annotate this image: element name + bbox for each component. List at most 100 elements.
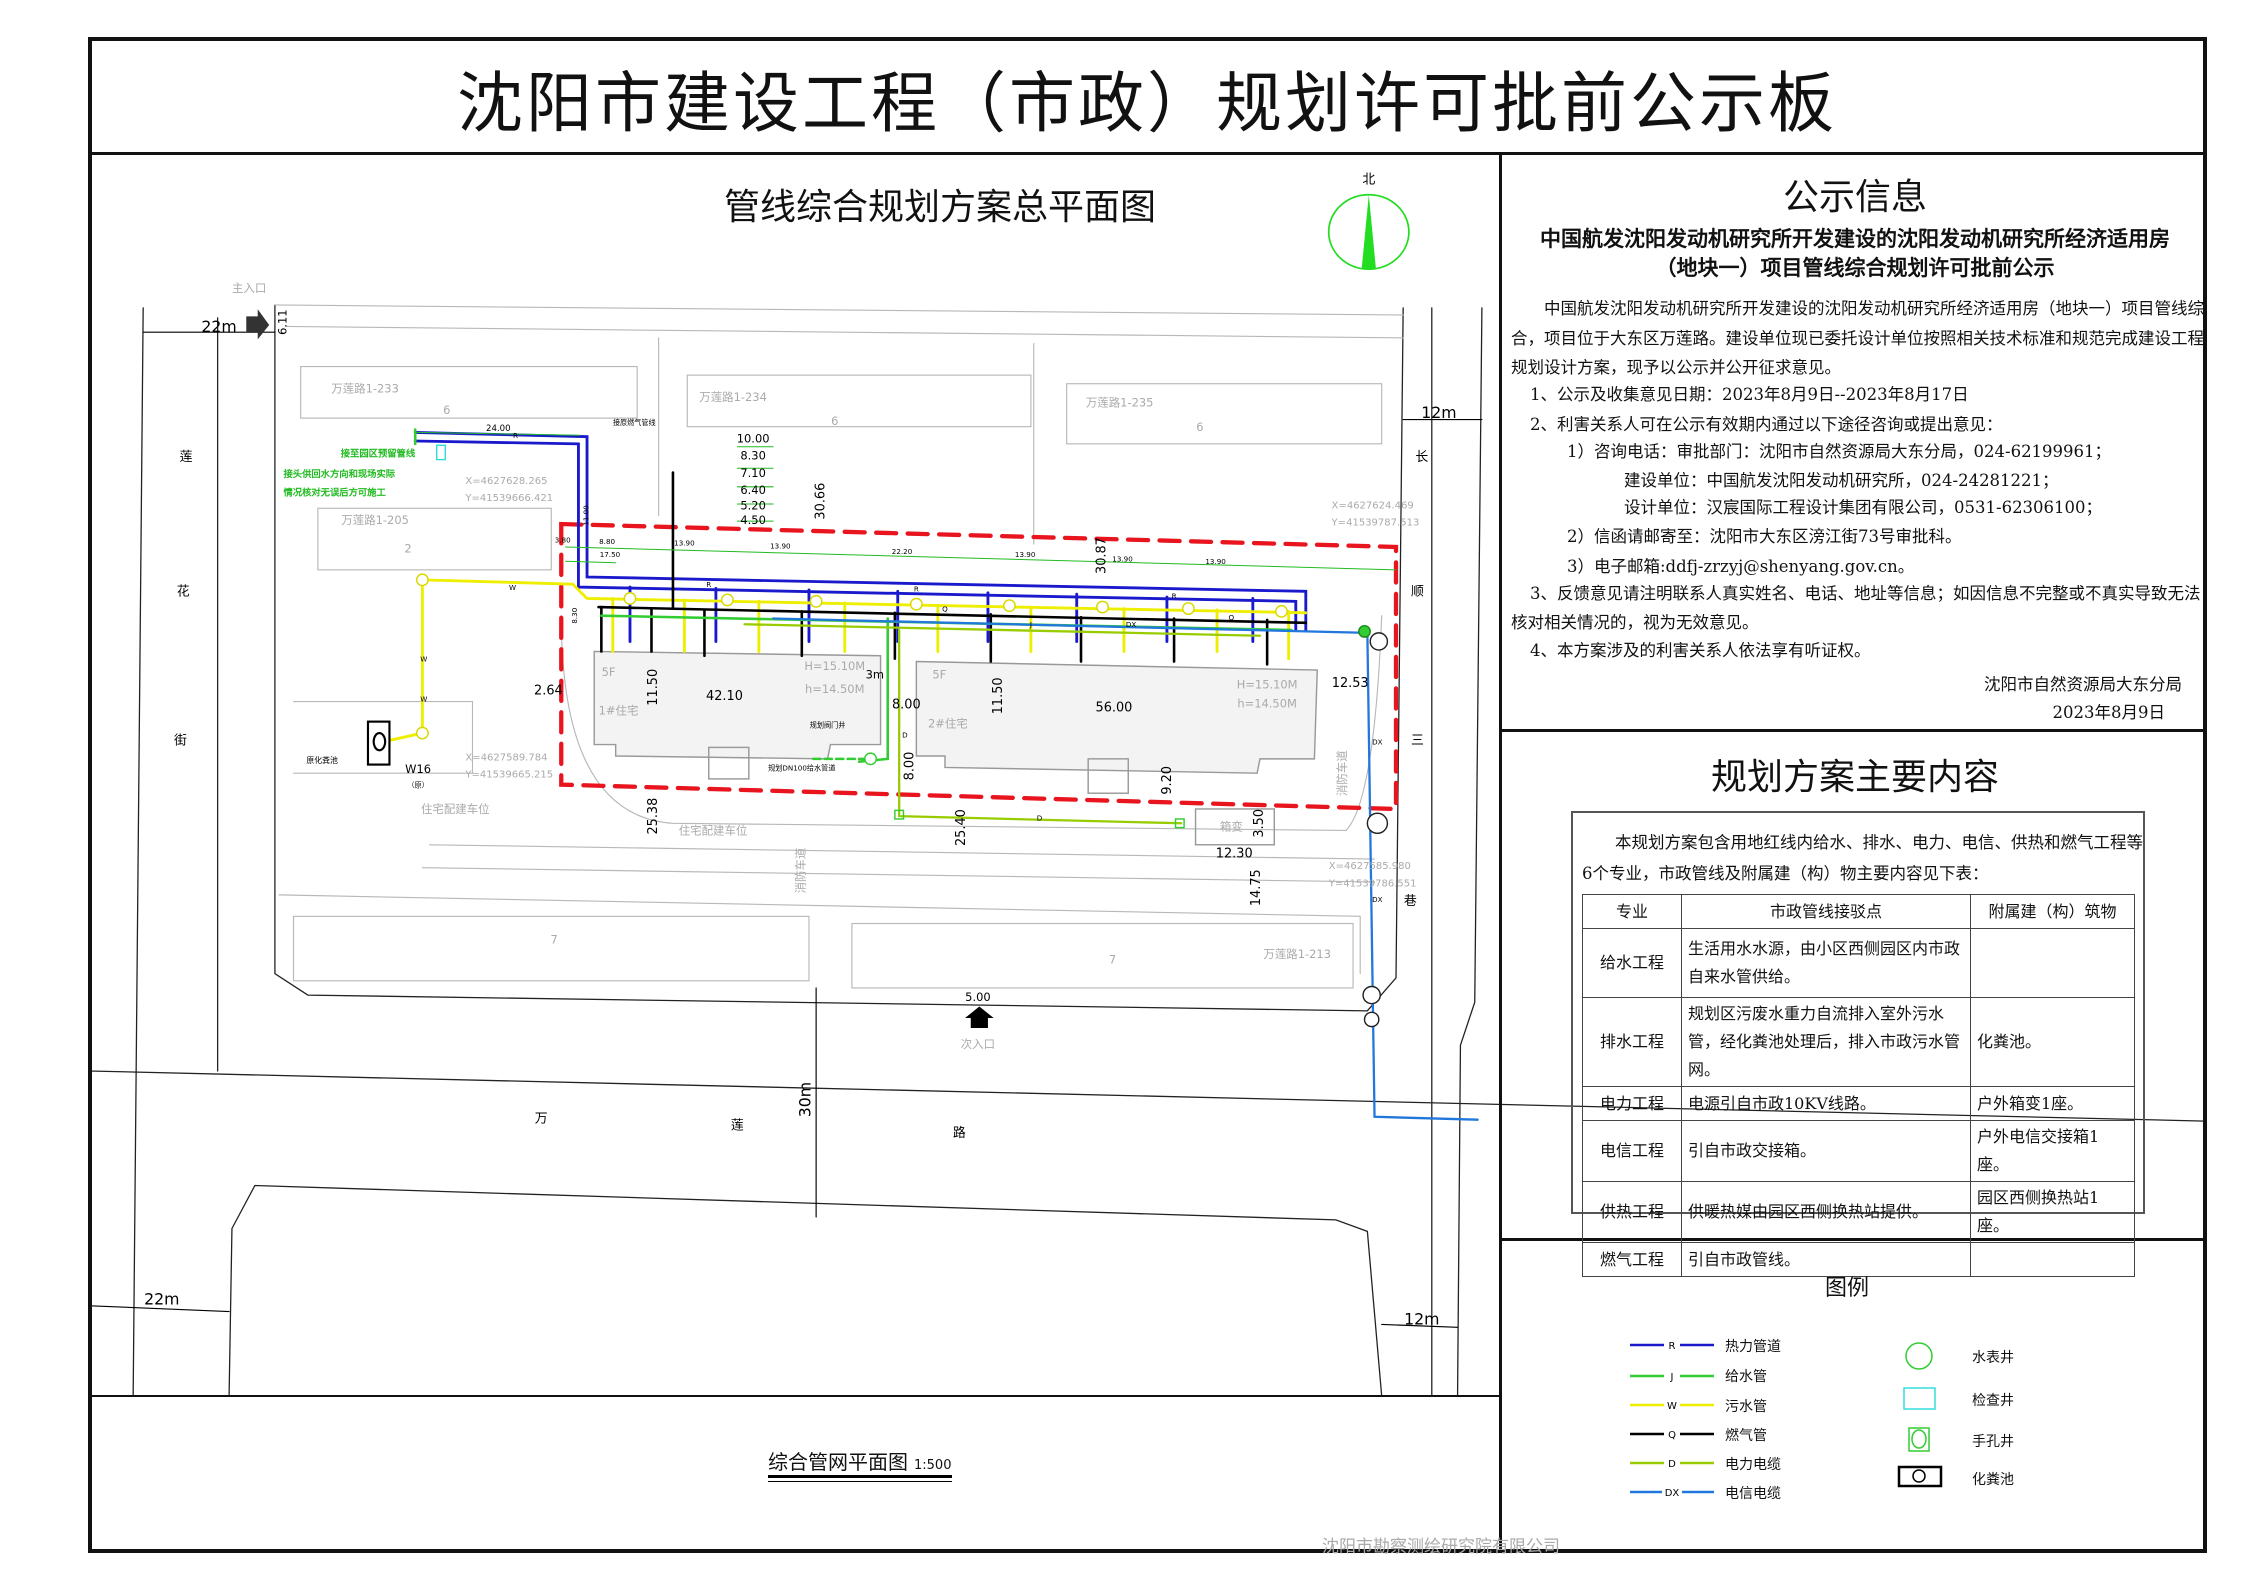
dimension-label: 6.40: [740, 483, 765, 497]
street-name: 长: [1415, 450, 1428, 465]
coordinate-label: X=4627628.265: [465, 476, 547, 487]
pipe-code-label: Q: [942, 604, 948, 613]
table-cell: 排水工程: [1582, 997, 1682, 1087]
dimension-label: 13.90: [1205, 557, 1226, 566]
plan-note: 规划DN100给水管道: [768, 763, 835, 772]
info-body-line: 3）电子邮箱:ddfj-zrzyj@shenyang.gov.cn。: [1567, 557, 1915, 576]
road-width-label: 12m: [1404, 1309, 1439, 1328]
site-label: 住宅配建车位: [679, 824, 748, 838]
table-header: 附属建（构）筑物: [1970, 894, 2135, 929]
dimension-label: 8.00: [902, 752, 917, 781]
site-label: 箱变: [1220, 819, 1243, 833]
table-header: 专业: [1582, 894, 1682, 929]
site-label: h=14.50M: [1237, 696, 1296, 710]
north-label: 北: [1362, 172, 1375, 187]
legend-label: 手孔井: [1972, 1434, 2014, 1450]
plan-note: W16: [405, 762, 431, 776]
site-label: 消防车道: [1335, 750, 1349, 796]
info-body-line: 合，项目位于大东区万莲路。建设单位现已委托设计单位按照相关技术标准和规范完成建设…: [1511, 329, 2204, 348]
content-intro-1: 本规划方案包含用地红线内给水、排水、电力、电信、供热和燃气工程等: [1615, 833, 2143, 852]
site-label: h=14.50M: [805, 682, 864, 696]
pipe-code-label: J: [1029, 620, 1032, 629]
plan-note: 情况核对无误后方可施工: [283, 486, 386, 498]
caption-underline-thin: [768, 1481, 952, 1482]
site-label: 7: [1109, 953, 1116, 967]
table-cell: 生活用水水源，由小区西侧园区内市政自来水管供给。: [1681, 928, 1971, 998]
street-name: 街: [174, 734, 187, 749]
legend-label: 电信电缆: [1725, 1486, 1781, 1502]
table-cell: 电力工程: [1582, 1086, 1682, 1121]
site-label: 2#住宅: [928, 716, 968, 730]
secondary-entrance-label: 次入口: [961, 1037, 995, 1051]
coordinate-label: Y=41539666.421: [464, 493, 553, 504]
dimension-label: 2.64: [534, 683, 563, 698]
dimension-label: 13.90: [770, 541, 791, 550]
site-label: 2: [404, 542, 411, 556]
plan-note: （原）: [407, 780, 428, 789]
dimension-label: 14.75: [1249, 869, 1264, 906]
plan-note: 接至园区预留管线: [341, 448, 416, 460]
telecom-cable: [772, 617, 1479, 1121]
table-row: 排水工程规划区污废水重力自流排入室外污水管，经化粪池处理后，排入市政污水管网。化…: [1582, 997, 2135, 1087]
spec-table: 专业 市政管线接驳点 附属建（构）筑物 给水工程生活用水水源，由小区西侧园区内市…: [1582, 894, 2135, 1277]
legend-code: D: [1668, 1459, 1676, 1470]
legend-code: R: [1669, 1341, 1676, 1352]
table-cell: 供热工程: [1582, 1181, 1682, 1243]
street-name: 路: [953, 1125, 966, 1141]
coordinate-label: X=4627585.980: [1329, 861, 1411, 872]
site-label: 住宅配建车位: [421, 802, 490, 816]
table-header: 市政管线接驳点: [1681, 894, 1971, 929]
caption-underline: [768, 1475, 952, 1478]
caption-title: 综合管网平面图: [768, 1450, 908, 1474]
road-width-label: 22m: [144, 1289, 179, 1308]
street-name: 花: [177, 584, 190, 600]
legend-label: 电力电缆: [1725, 1457, 1781, 1473]
street-name: 顺: [1411, 585, 1424, 600]
table-cell: 规划区污废水重力自流排入室外污水管，经化粪池处理后，排入市政污水管网。: [1681, 997, 1971, 1087]
info-divider: [1499, 729, 2207, 732]
road-width-label: 22m: [201, 317, 236, 336]
coordinate-label: X=4627624.469: [1332, 500, 1414, 511]
info-body-line: 1）咨询电话：审批部门：沈阳市自然资源局大东分局，024-62199961；: [1567, 442, 2112, 461]
plan-note: 接头供回水方向和现场实际: [283, 468, 395, 480]
legend-label: 检查井: [1972, 1393, 2014, 1409]
table-header-row: 专业 市政管线接驳点 附属建（构）筑物: [1582, 894, 2135, 929]
dimension-label: 3.50: [1252, 809, 1267, 838]
dimension-label: 4.50: [740, 513, 765, 527]
septic-tank-icon: [366, 720, 391, 766]
dimension-label: 7.10: [740, 466, 765, 480]
board-title: 沈阳市建设工程（市政）规划许可批前公示板: [457, 65, 1837, 142]
site-label: 5F: [932, 668, 946, 682]
dimension-label: 8.30: [570, 607, 579, 623]
dimension-label: 17.50: [600, 550, 621, 559]
coordinate-label: Y=41539786.551: [1328, 878, 1417, 889]
septic-tank-icon: [1897, 1465, 1943, 1488]
north-arrow-icon: [1327, 193, 1410, 271]
table-cell: [1970, 928, 2135, 998]
dimension-label: 24.00: [486, 424, 511, 434]
coordinate-label: Y=41539665.215: [464, 769, 553, 780]
dimension-label: 30.87: [1094, 537, 1109, 574]
table-cell: 户外箱变1座。: [1970, 1086, 2135, 1121]
board-frame: [88, 37, 2207, 1553]
site-label: 消防车道: [794, 848, 808, 894]
dimension-label: 56.00: [1096, 701, 1133, 716]
info-body-line: 建设单位：中国航发沈阳发动机研究所，024-24281221；: [1624, 471, 2059, 490]
pipe-code-label: R: [513, 431, 518, 440]
dimension-label: 12.30: [1216, 847, 1253, 862]
main-entrance-arrow-icon: [246, 309, 270, 340]
inspection-well-icon: [435, 444, 447, 461]
power-cable: [743, 623, 1262, 825]
info-body-line: 4、本方案涉及的利害关系人依法享有听证权。: [1530, 641, 1871, 660]
road-width-label: 12m: [1421, 403, 1456, 422]
site-label: 万莲路1-235: [1086, 396, 1154, 410]
site-label: H=15.10M: [804, 659, 865, 673]
legend-code: W: [1667, 1401, 1677, 1412]
table-cell: 燃气工程: [1582, 1242, 1682, 1277]
pipe-code-label: DX: [1372, 738, 1382, 747]
table-cell: 给水工程: [1582, 928, 1682, 998]
info-body-line: 设计单位：汉宸国际工程设计集团有限公司，0531-62306100；: [1624, 498, 2103, 517]
dimension-label: 8.30: [740, 449, 765, 463]
info-body-line: 2）信函请邮寄至：沈阳市大东区滂江街73号审批科。: [1567, 527, 1962, 546]
